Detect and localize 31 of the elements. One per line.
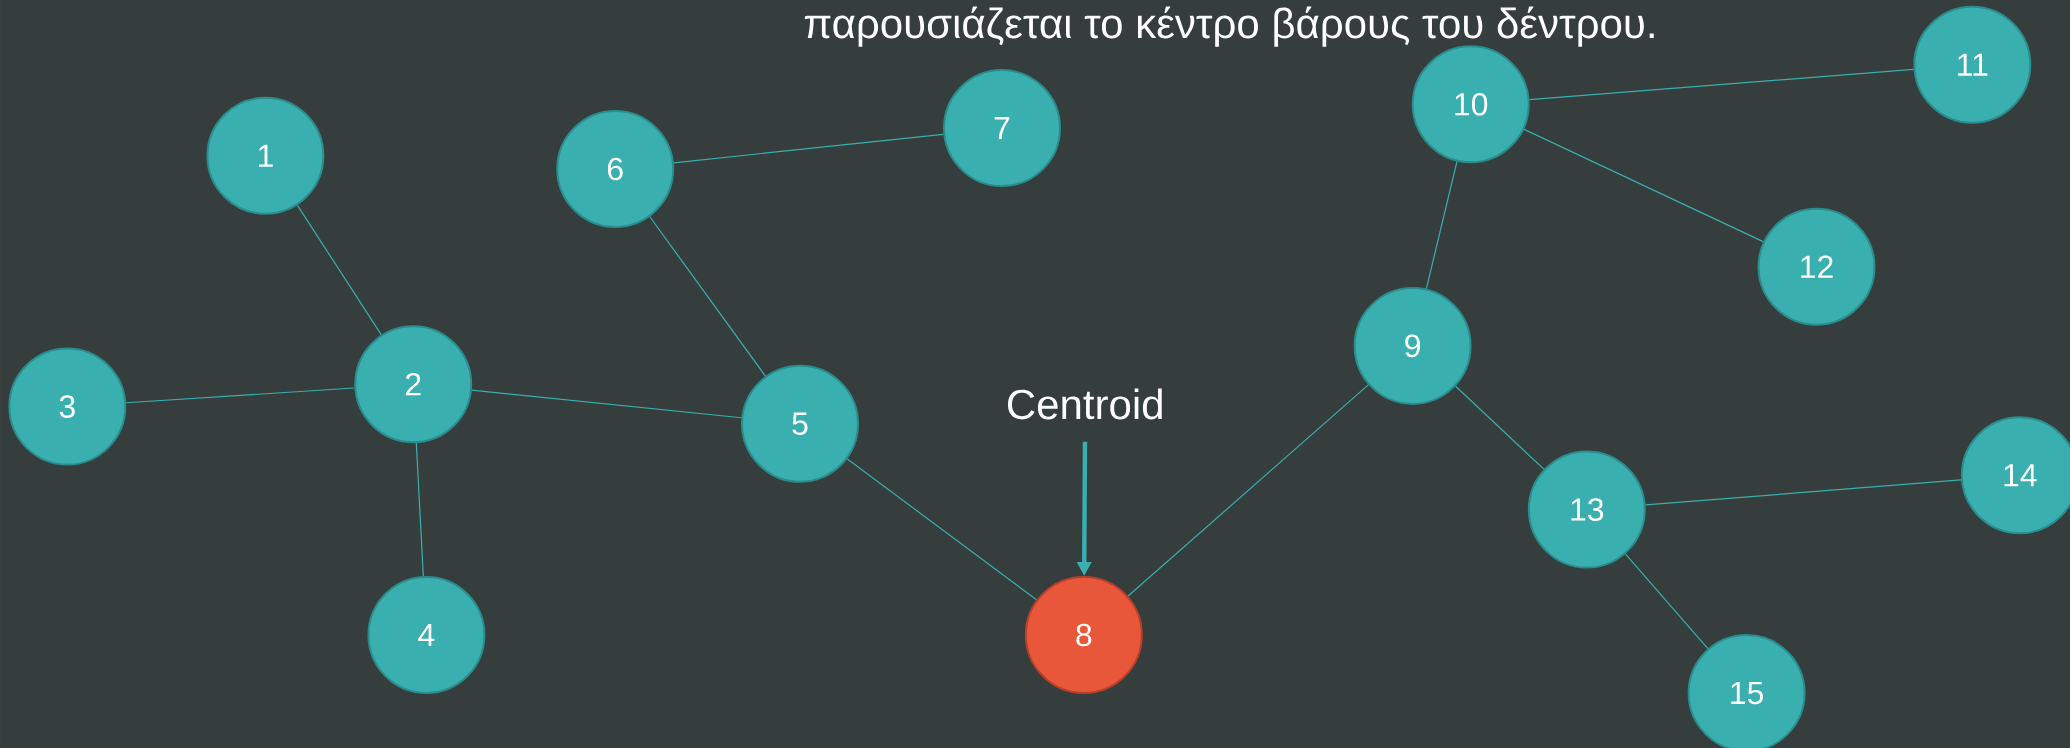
circle-node: 13 bbox=[1527, 450, 1646, 569]
text-label: Centroid bbox=[1007, 388, 1162, 420]
connector-line bbox=[415, 442, 424, 577]
connector-line bbox=[649, 216, 766, 377]
circle-node: 14 bbox=[1960, 416, 2070, 535]
connector-line bbox=[1127, 384, 1369, 597]
connector-line bbox=[1455, 385, 1545, 470]
connector-line bbox=[1645, 479, 1962, 506]
circle-node: 5 bbox=[741, 364, 859, 483]
circle-node: 6 bbox=[556, 110, 675, 228]
connector-line bbox=[1528, 68, 1915, 101]
connector-line bbox=[125, 387, 355, 404]
connector-line bbox=[846, 458, 1038, 601]
connector-line bbox=[1425, 161, 1458, 290]
heading-text: παρουσιάζεται το κέντρο βάρους του δέντρου. bbox=[804, 6, 1654, 47]
circle-node: 3 bbox=[8, 347, 127, 466]
circle-node: 10 bbox=[1411, 45, 1530, 164]
circle-node: 1 bbox=[206, 96, 325, 215]
connector-line bbox=[471, 389, 742, 419]
circle-node: 9 bbox=[1353, 286, 1472, 405]
circle-node: 8 bbox=[1024, 576, 1143, 694]
circle-node: 12 bbox=[1757, 207, 1876, 326]
connector-line bbox=[673, 133, 944, 164]
circle-node: 4 bbox=[367, 576, 486, 694]
circle-node: 11 bbox=[1913, 5, 2032, 124]
circle-node: 2 bbox=[354, 325, 473, 444]
connector-line bbox=[1624, 553, 1709, 650]
circle-node: 15 bbox=[1687, 634, 1806, 748]
connector-line bbox=[296, 204, 382, 336]
circle-node: 7 bbox=[943, 69, 1061, 188]
connector-line bbox=[1523, 128, 1764, 243]
